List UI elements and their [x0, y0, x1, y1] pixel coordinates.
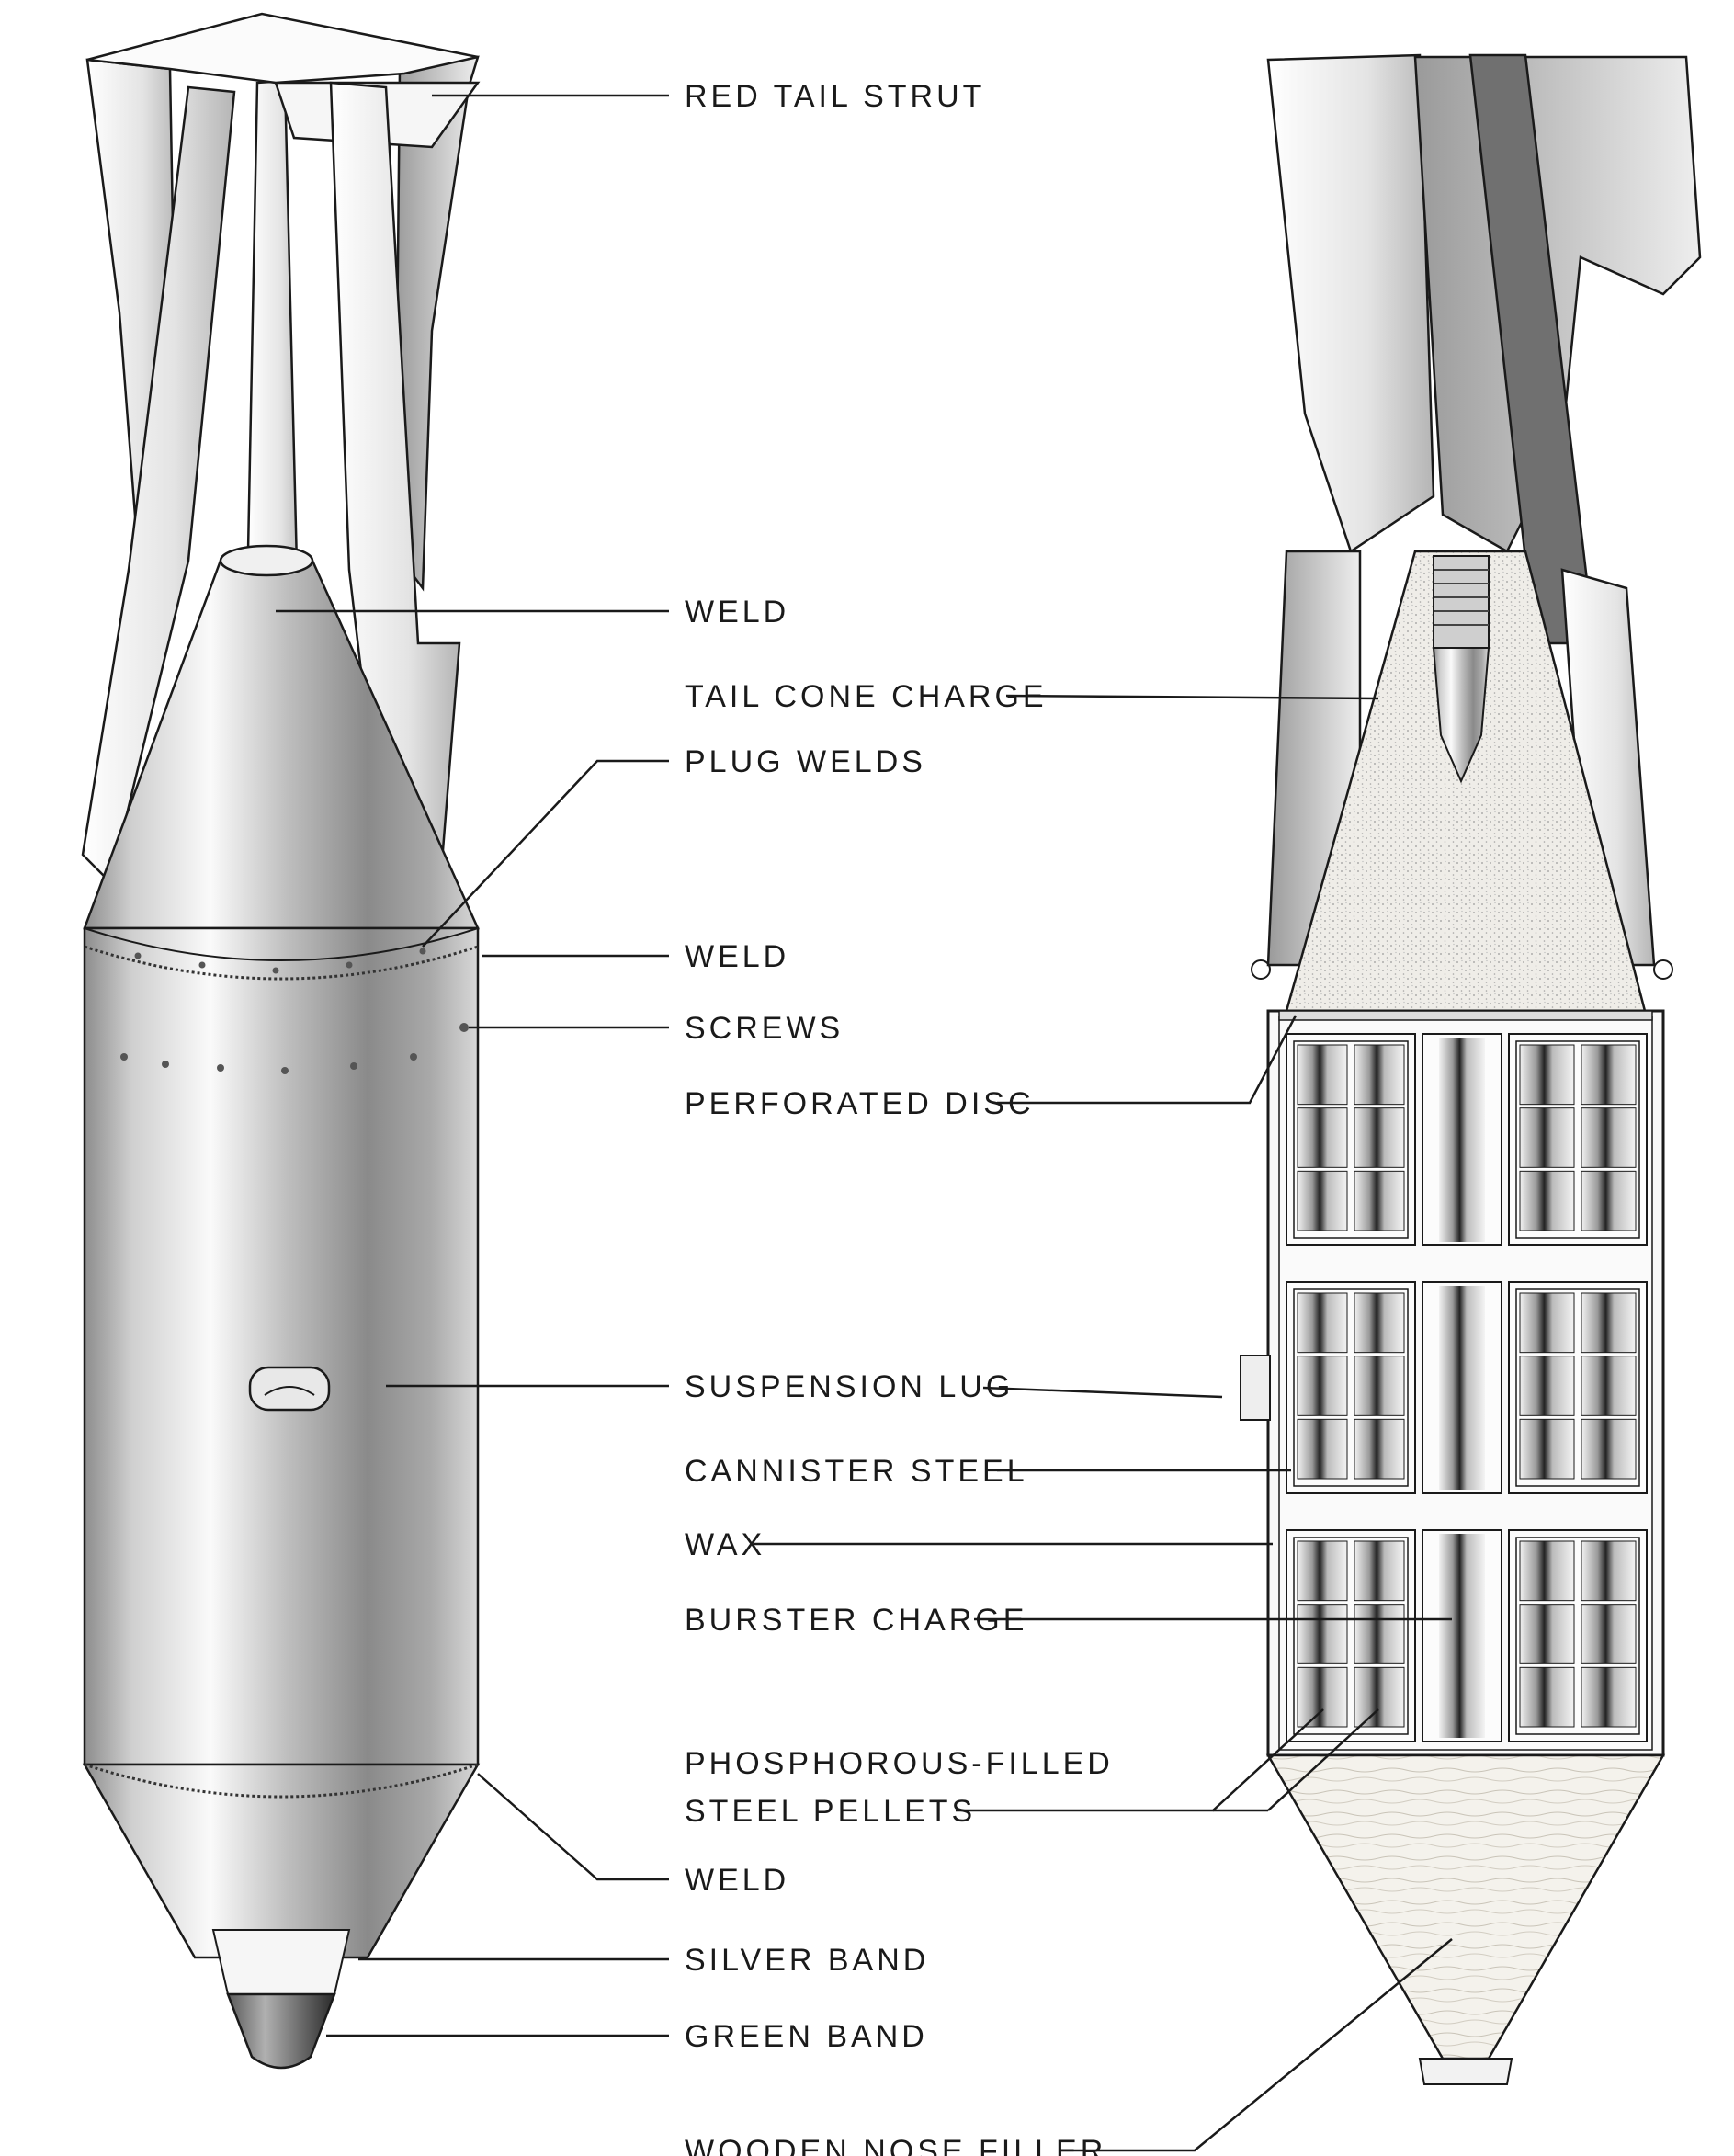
- wooden-nose-section: [1265, 1753, 1666, 2060]
- label-silver-band: SILVER BAND: [685, 1943, 929, 1978]
- steel-pellet: [1297, 1666, 1348, 1728]
- labels: RED TAIL STRUT WELD PLUG WELDS WELD SCRE…: [685, 79, 1114, 2156]
- label-screws: SCREWS: [685, 1011, 844, 1046]
- steel-pellet: [1581, 1356, 1637, 1416]
- steel-pellet: [1354, 1292, 1405, 1354]
- external-view: [81, 12, 481, 2070]
- tail-cone-top: [219, 544, 314, 577]
- label-weld-upper: WELD: [685, 939, 789, 974]
- steel-pellet: [1297, 1292, 1348, 1354]
- steel-pellet: [1354, 1107, 1405, 1168]
- label-plug-welds: PLUG WELDS: [685, 744, 926, 779]
- steel-pellet: [1354, 1356, 1405, 1416]
- burster-tube: [1439, 1534, 1485, 1738]
- steel-pellet: [1354, 1666, 1405, 1728]
- nose-cone: [82, 1763, 481, 1959]
- canister-inner-wall: [1515, 1040, 1640, 1239]
- steel-pellet: [1519, 1666, 1575, 1728]
- steel-pellet: [1519, 1044, 1575, 1106]
- steel-pellet: [1519, 1604, 1575, 1664]
- canister-inner-wall: [1293, 1040, 1409, 1239]
- bomb-body: [83, 926, 480, 1766]
- perforated-disc: [1278, 1010, 1653, 1021]
- label-suspension-lug: SUSPENSION LUG: [685, 1369, 1014, 1404]
- burster-tube: [1439, 1038, 1485, 1242]
- steel-pellet: [1297, 1356, 1348, 1416]
- steel-pellet: [1354, 1540, 1405, 1602]
- canister-inner-wall: [1515, 1537, 1640, 1735]
- label-phosphorous-line1: PHOSPHOROUS-FILLED: [685, 1746, 1114, 1781]
- steel-pellet: [1354, 1604, 1405, 1664]
- steel-pellet: [1297, 1604, 1348, 1664]
- canister-inner-wall: [1515, 1288, 1640, 1487]
- silver-band: [211, 1929, 351, 1995]
- canister-inner-wall: [1293, 1288, 1409, 1487]
- steel-pellet: [1354, 1044, 1405, 1106]
- steel-pellet: [1581, 1292, 1637, 1354]
- steel-pellet: [1581, 1107, 1637, 1168]
- steel-pellet: [1519, 1292, 1575, 1354]
- steel-pellet: [1519, 1356, 1575, 1416]
- screws-row: [120, 948, 469, 1074]
- steel-pellet: [1581, 1170, 1637, 1231]
- steel-pellet: [1297, 1107, 1348, 1168]
- label-wax: WAX: [685, 1527, 765, 1562]
- steel-pellet: [1297, 1044, 1348, 1106]
- steel-pellet: [1581, 1604, 1637, 1664]
- label-cannister-steel: CANNISTER STEEL: [685, 1454, 1028, 1489]
- leader-lines: [276, 94, 1453, 2152]
- label-phosphorous-line2: STEEL PELLETS: [685, 1794, 976, 1829]
- label-green-band: GREEN BAND: [685, 2019, 928, 2054]
- suspension-lug: [248, 1366, 331, 1412]
- steel-pellet: [1519, 1540, 1575, 1602]
- burster-tube: [1439, 1286, 1485, 1490]
- tail-fuze: [1432, 555, 1490, 784]
- steel-pellet: [1354, 1418, 1405, 1480]
- label-tail-cone-charge: TAIL CONE CHARGE: [685, 679, 1048, 714]
- section-view: [1240, 53, 1702, 2085]
- label-red-tail-strut: RED TAIL STRUT: [685, 79, 985, 114]
- label-weld-tail: WELD: [685, 595, 789, 630]
- steel-pellet: [1581, 1666, 1637, 1728]
- section-fins: [1266, 53, 1702, 967]
- label-burster-charge: BURSTER CHARGE: [685, 1603, 1027, 1638]
- steel-pellet: [1297, 1418, 1348, 1480]
- steel-pellet: [1297, 1170, 1348, 1231]
- steel-pellet: [1581, 1418, 1637, 1480]
- steel-pellet: [1519, 1107, 1575, 1168]
- steel-pellet: [1519, 1170, 1575, 1231]
- steel-pellet: [1519, 1418, 1575, 1480]
- green-band: [226, 1992, 336, 2070]
- steel-pellet: [1581, 1540, 1637, 1602]
- steel-pellet: [1297, 1540, 1348, 1602]
- label-perforated-disc: PERFORATED DISC: [685, 1086, 1035, 1121]
- steel-pellet: [1354, 1170, 1405, 1231]
- label-wooden-nose-filler: WOODEN NOSE FILLER: [685, 2134, 1106, 2156]
- label-weld-lower: WELD: [685, 1863, 789, 1898]
- steel-pellet: [1581, 1044, 1637, 1106]
- pellet-canisters: [1286, 1033, 1648, 1742]
